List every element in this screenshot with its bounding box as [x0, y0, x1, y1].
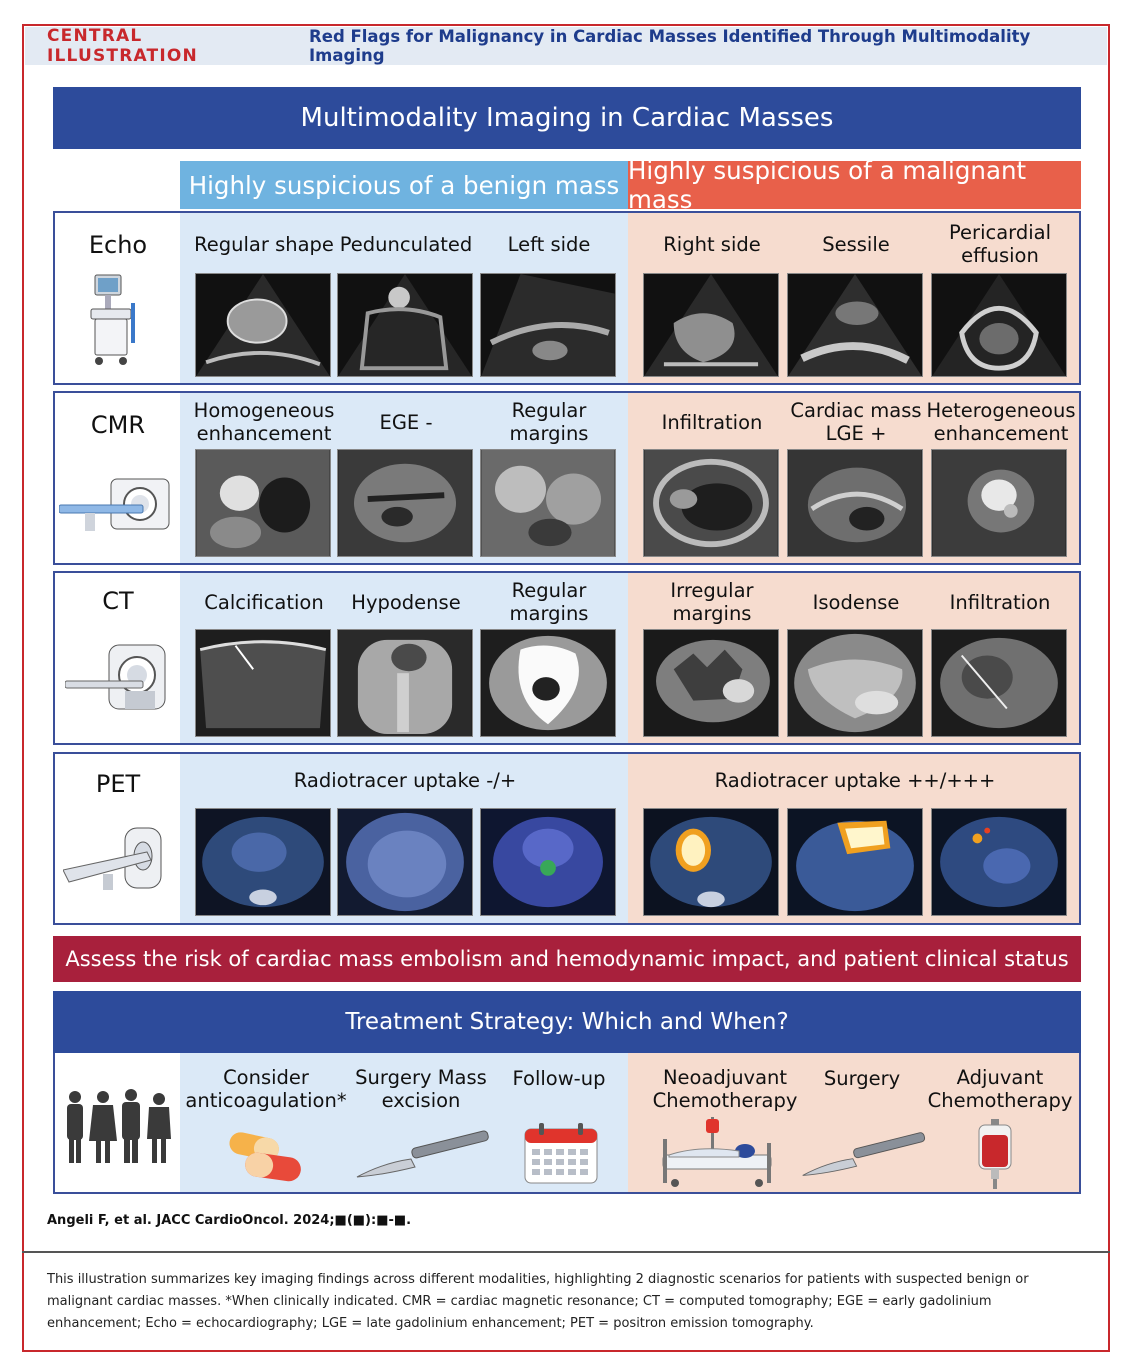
ct-image-infiltration [931, 629, 1067, 737]
echo-image-pedunculated [337, 273, 473, 377]
pet-image-malignant-2 [787, 808, 923, 916]
echo-malignant-label-2: Sessile [822, 232, 890, 256]
ct-benign-label-2: Hypodense [351, 590, 461, 614]
treatment-benign-label-3: Follow-up [512, 1066, 606, 1090]
pet-benign-label: Radiotracer uptake -/+ [293, 768, 517, 792]
assess-risk-banner: Assess the risk of cardiac mass embolism… [53, 936, 1081, 982]
modality-label-ct: CT [102, 587, 134, 615]
title-bar: CENTRAL ILLUSTRATION Red Flags for Malig… [25, 26, 1107, 66]
echo-machine-icon [85, 273, 145, 369]
pet-image-benign-2 [337, 808, 473, 916]
echo-image-right-side [643, 273, 779, 377]
ct-image-regular-margins [480, 629, 616, 737]
pet-row: PET Radiotracer uptake -/+ Radiotracer u… [53, 752, 1081, 925]
echo-benign-label-3: Left side [507, 232, 591, 256]
cmr-image-lge-positive [787, 449, 923, 557]
treatment-benign-label-2: Surgery Mass excision [355, 1066, 487, 1112]
cmr-row: CMR Homogeneous enhancement EGE - Regula… [53, 391, 1081, 565]
ct-benign-label-3: Regular margins [509, 579, 589, 625]
modality-label-pet: PET [95, 770, 141, 798]
cmr-malignant-label-3: Heterogeneous enhancement [926, 399, 1076, 445]
treatment-row: Consider anticoagulation* Surgery Mass e… [53, 1053, 1081, 1194]
pet-image-malignant-3 [931, 808, 1067, 916]
malignant-column-header: Highly suspicious of a malignant mass [628, 156, 1081, 214]
echo-malignant-label-3: Pericardial effusion [948, 221, 1051, 267]
treatment-malignant-label-2: Surgery [823, 1066, 901, 1090]
mri-scanner-icon [58, 477, 177, 533]
ct-image-calcification [195, 629, 331, 737]
modality-label-echo: Echo [88, 231, 148, 259]
cmr-malignant-label-1: Infiltration [661, 410, 763, 434]
echo-benign-label-1: Regular shape [194, 232, 334, 256]
cmr-malignant-label-2: Cardiac mass LGE + [790, 399, 922, 445]
cmr-image-heterogeneous-enhancement [931, 449, 1067, 557]
treatment-malignant-label-3: Adjuvant Chemotherapy [927, 1066, 1073, 1112]
treatment-strategy-header: Treatment Strategy: Which and When? [53, 991, 1081, 1053]
pet-image-benign-1 [195, 808, 331, 916]
echo-image-pericardial-effusion [931, 273, 1067, 377]
treatment-benign-label-1: Consider anticoagulation* [185, 1066, 347, 1112]
ct-image-isodense [787, 629, 923, 737]
benign-column-header: Highly suspicious of a benign mass [180, 161, 628, 209]
cmr-image-homogeneous-enhancement [195, 449, 331, 557]
main-title: Multimodality Imaging in Cardiac Masses [53, 87, 1081, 149]
echo-benign-label-2: Pedunculated [339, 232, 473, 256]
ct-malignant-label-1: Irregular margins [670, 579, 754, 625]
illustration-title: Red Flags for Malignancy in Cardiac Mass… [309, 27, 1031, 65]
echo-image-left-side [480, 273, 616, 377]
ct-benign-label-1: Calcification [204, 590, 324, 614]
calendar-icon [523, 1123, 599, 1185]
cmr-benign-label-3: Regular margins [509, 399, 589, 445]
cmr-image-infiltration [643, 449, 779, 557]
pet-image-malignant-1 [643, 808, 779, 916]
echo-malignant-label-1: Right side [663, 232, 761, 256]
ct-image-irregular-margins [643, 629, 779, 737]
cmr-benign-label-2: EGE - [379, 410, 433, 434]
patient-in-bed-icon [659, 1117, 779, 1189]
pet-scanner-icon [62, 824, 177, 894]
care-team-icon [61, 1089, 175, 1165]
central-illustration-label: CENTRAL ILLUSTRATION [47, 26, 198, 66]
treatment-malignant-label-1: Neoadjuvant Chemotherapy [652, 1066, 798, 1112]
ct-malignant-label-3: Infiltration [949, 590, 1051, 614]
cmr-benign-label-1: Homogeneous enhancement [193, 399, 335, 445]
citation: Angeli F, et al. JACC CardioOncol. 2024;… [47, 1213, 412, 1228]
pill-capsules-icon [223, 1127, 307, 1185]
ct-malignant-label-2: Isodense [812, 590, 900, 614]
echo-image-regular-shape [195, 273, 331, 377]
modality-label-cmr: CMR [90, 411, 146, 439]
scalpel-icon-malignant [799, 1129, 929, 1181]
figure-caption: This illustration summarizes key imaging… [47, 1272, 1029, 1331]
cmr-image-ege-negative [337, 449, 473, 557]
ct-image-hypodense [337, 629, 473, 737]
pet-malignant-label: Radiotracer uptake ++/+++ [714, 768, 996, 792]
cmr-image-regular-margins [480, 449, 616, 557]
ct-scanner-icon [64, 641, 175, 717]
pet-image-benign-3 [480, 808, 616, 916]
scalpel-icon [353, 1129, 493, 1181]
echo-row: Echo Regular shape Pedunculated Left sid… [53, 211, 1081, 385]
separator-line [22, 1251, 1110, 1253]
echo-image-sessile [787, 273, 923, 377]
iv-bag-icon [975, 1119, 1015, 1189]
ct-row: CT Calcification Hypodense Regular margi… [53, 571, 1081, 745]
